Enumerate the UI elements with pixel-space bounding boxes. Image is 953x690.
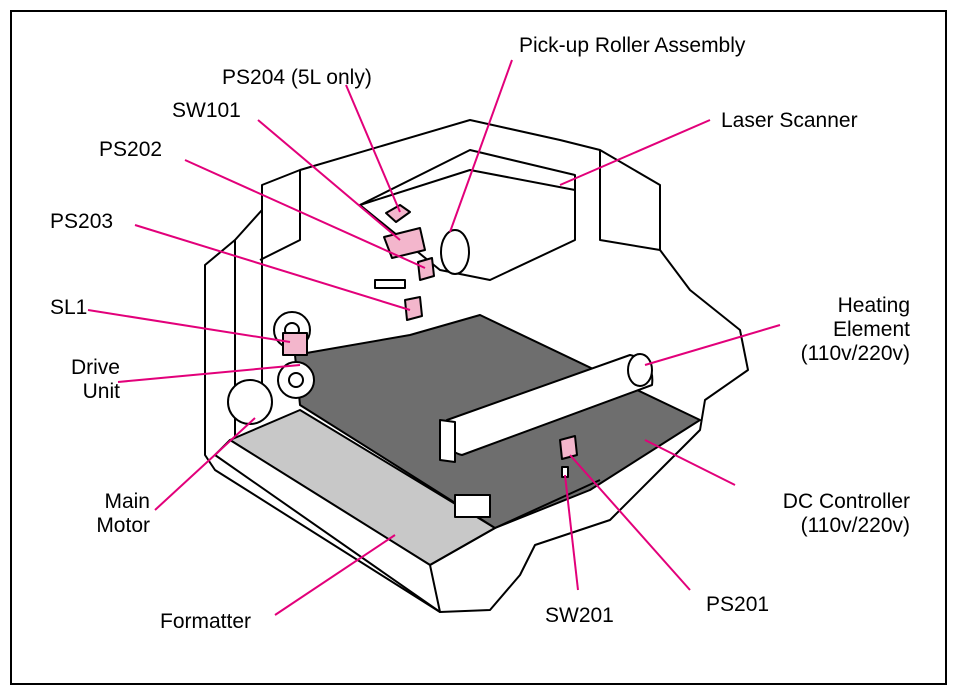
leader-main-motor xyxy=(154,417,256,511)
drive-gear-bottom-hub xyxy=(288,372,304,388)
connector-block xyxy=(454,494,491,518)
label-main-motor: Main Motor xyxy=(70,490,150,538)
ps201-sensor xyxy=(559,435,578,460)
label-dc-controller-line2: (110v/220v) xyxy=(800,514,910,537)
label-drive-unit-line1: Drive xyxy=(70,356,120,379)
label-ps202: PS202 xyxy=(99,138,163,161)
label-laser-scanner: Laser Scanner xyxy=(721,109,858,132)
leader-drive-unit xyxy=(117,364,301,383)
label-pickup-roller-assembly: Pick-up Roller Assembly xyxy=(519,34,746,57)
ps202-sensor xyxy=(417,257,435,281)
ps204-sensor xyxy=(385,204,411,223)
leader-formatter xyxy=(274,534,396,616)
ps203-sensor xyxy=(404,296,423,321)
diagram-border xyxy=(10,10,947,685)
label-main-motor-line2: Motor xyxy=(96,514,150,537)
leader-lines xyxy=(87,59,781,616)
tray-edge xyxy=(429,479,601,566)
leader-pickup-roller xyxy=(449,59,513,233)
leader-dc-controller xyxy=(644,439,736,486)
label-ps201: PS201 xyxy=(706,593,770,616)
label-heating-line2: Element xyxy=(832,318,910,341)
main-motor xyxy=(227,379,273,425)
sl1-solenoid xyxy=(282,332,308,356)
leader-ps201 xyxy=(569,454,691,591)
label-ps204: PS204 (5L only) xyxy=(222,66,372,89)
leader-sl1 xyxy=(87,309,291,343)
leader-laser-scanner xyxy=(559,119,711,186)
heating-roller-end xyxy=(627,353,653,387)
label-main-motor-line1: Main xyxy=(104,490,150,513)
label-drive-unit-line2: Unit xyxy=(82,380,120,403)
leader-sw201 xyxy=(564,474,579,591)
chassis-detail xyxy=(259,150,661,261)
pickup-shaft xyxy=(374,279,406,289)
label-formatter: Formatter xyxy=(160,610,252,633)
leader-sw101 xyxy=(257,119,401,241)
label-dc-controller-line1: DC Controller xyxy=(782,490,910,513)
scanner-edge xyxy=(359,169,576,206)
label-sl1: SL1 xyxy=(50,296,88,319)
label-ps203: PS203 xyxy=(50,210,114,233)
leader-heating xyxy=(644,324,781,366)
pickup-roller xyxy=(440,229,470,275)
leader-ps203 xyxy=(134,224,411,311)
label-dc-controller: DC Controller (110v/220v) xyxy=(735,490,910,538)
label-heating-line3: (110v/220v) xyxy=(800,342,910,365)
label-heating-line1: Heating xyxy=(837,294,910,317)
label-heating-element: Heating Element (110v/220v) xyxy=(760,294,910,366)
label-drive-unit: Drive Unit xyxy=(40,356,120,404)
label-sw201: SW201 xyxy=(545,604,614,627)
leader-ps204 xyxy=(345,84,401,213)
leader-ps202 xyxy=(184,159,426,269)
roller-bracket xyxy=(439,419,456,463)
label-sw101: SW101 xyxy=(172,99,241,122)
